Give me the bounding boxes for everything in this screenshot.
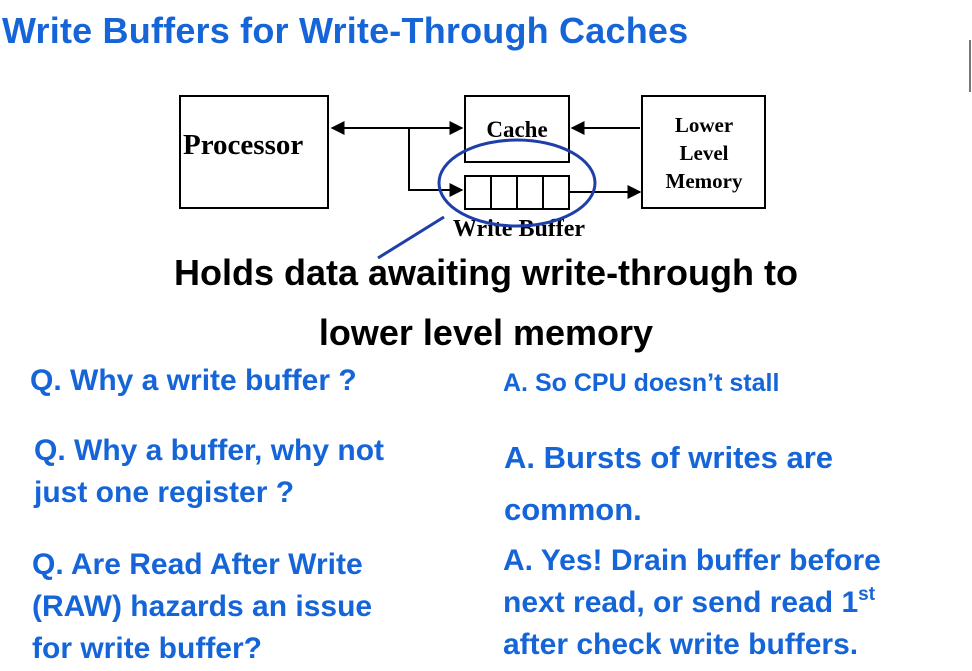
- cache-diagram: Processor Cache Lower Level Memory Write…: [179, 95, 766, 260]
- cache-label: Cache: [486, 117, 547, 142]
- answer-3-line-1: A. Yes! Drain buffer before: [503, 544, 881, 577]
- answer-2: A. Bursts of writes are common.: [504, 432, 833, 536]
- lower-level-memory-line-3: Memory: [666, 169, 743, 193]
- lower-level-memory-box: [641, 95, 766, 209]
- question-2: Q. Why a buffer, why not just one regist…: [34, 430, 384, 514]
- processor-box: [179, 95, 329, 209]
- highlight-ellipse: [437, 138, 597, 228]
- question-3-line-1: Q. Are Read After Write: [32, 548, 363, 581]
- processor-label: Processor: [183, 129, 303, 161]
- question-3-line-3: for write buffer?: [32, 632, 262, 665]
- headline-line-1: Holds data awaiting write-through to: [174, 252, 798, 293]
- answer-3-line-3: after check write buffers.: [503, 628, 859, 661]
- question-3-line-2: (RAW) hazards an issue: [32, 590, 373, 623]
- lower-level-memory-line-2: Level: [680, 141, 729, 165]
- window-edge: [969, 40, 971, 92]
- cache-box: [464, 95, 570, 163]
- answer-3: A. Yes! Drain buffer before next read, o…: [503, 540, 881, 666]
- question-2-line-2: just one register ?: [34, 476, 295, 509]
- lower-level-memory-line-1: Lower: [675, 113, 733, 137]
- highlight-pointer: [377, 215, 445, 260]
- answer-1: A. So CPU doesn’t stall: [503, 362, 779, 404]
- answer-2-line-1: A. Bursts of writes are: [504, 440, 834, 475]
- question-2-line-1: Q. Why a buffer, why not: [34, 434, 385, 467]
- processor-write-buffer-arrow: [408, 128, 464, 197]
- answer-1-line-1: A. So CPU doesn’t stall: [503, 369, 780, 397]
- question-3: Q. Are Read After Write (RAW) hazards an…: [32, 544, 372, 670]
- answer-3-line-2-text: next read, or send read 1: [503, 586, 859, 619]
- headline-line-2: lower level memory: [318, 312, 654, 353]
- answer-3-line-2: next read, or send read 1st: [503, 582, 881, 624]
- question-1: Q. Why a write buffer ?: [30, 360, 357, 402]
- slide-title: Write Buffers for Write-Through Caches: [2, 10, 689, 51]
- write-buffer-box: [464, 175, 570, 210]
- answer-2-line-2: common.: [504, 492, 642, 527]
- answer-3-superscript: st: [858, 584, 876, 605]
- question-1-line-1: Q. Why a write buffer ?: [30, 364, 357, 397]
